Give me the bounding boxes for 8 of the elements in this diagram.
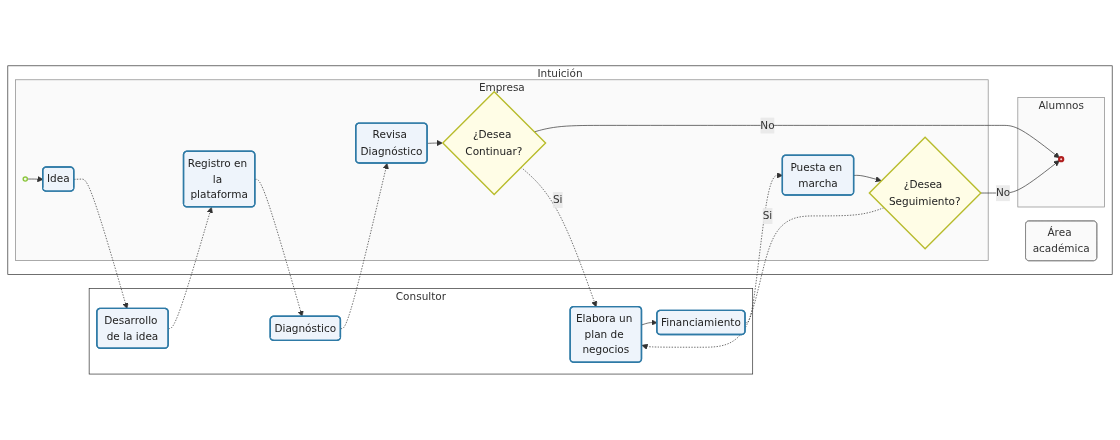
node-circle [22, 176, 29, 182]
edge-label: Si [552, 193, 563, 206]
edge-label: No [760, 118, 775, 132]
cluster: Alumnos [1017, 97, 1105, 208]
edge-label: Si [762, 209, 773, 223]
node-circle [1058, 156, 1065, 163]
node-diamond: ¿Desea Seguimiento? [868, 136, 982, 250]
edge-label: No [995, 186, 1011, 200]
